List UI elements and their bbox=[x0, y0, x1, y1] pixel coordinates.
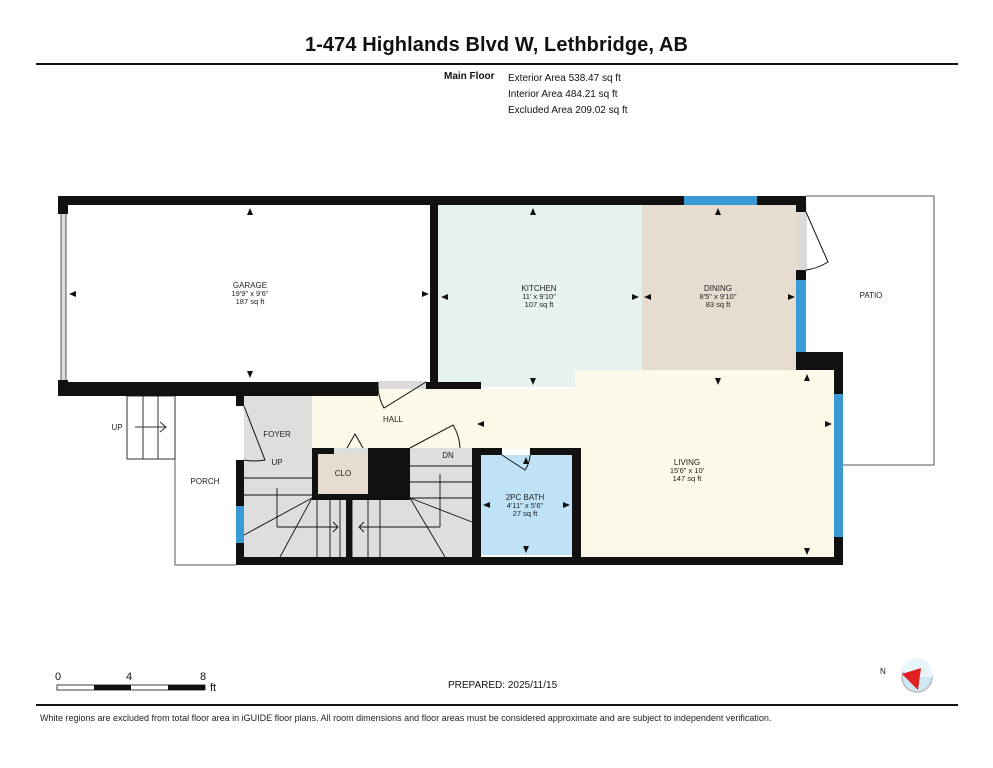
page-title: 1-474 Highlands Blvd W, Lethbridge, AB bbox=[304, 34, 689, 56]
room-fill-dining bbox=[642, 205, 799, 387]
scale-tick-8: 8 bbox=[200, 671, 207, 683]
interior-stairs bbox=[243, 465, 473, 558]
walls bbox=[58, 196, 843, 565]
dining-area: 83 sq ft bbox=[706, 300, 732, 309]
garage-dims: 19'9" x 9'6" bbox=[232, 289, 269, 298]
room-fill-hall-door bbox=[378, 381, 426, 389]
room-fill-bath bbox=[481, 455, 572, 555]
foyer-label: FOYER bbox=[263, 430, 291, 439]
floor-label: Main Floor bbox=[444, 71, 495, 82]
hall-label: HALL bbox=[383, 415, 404, 424]
scale-unit: ft bbox=[210, 682, 217, 694]
living-label: LIVING bbox=[674, 458, 700, 467]
dimension-arrows bbox=[69, 208, 832, 555]
room-fill-dining-door bbox=[799, 205, 807, 270]
garage-label: GARAGE bbox=[233, 281, 267, 290]
kitchen-label: KITCHEN bbox=[521, 284, 556, 293]
kitchen-area: 107 sq ft bbox=[525, 300, 555, 309]
prepared-date: PREPARED: 2025/11/15 bbox=[448, 680, 558, 691]
garage-area: 187 sq ft bbox=[236, 297, 266, 306]
dn-label: DN bbox=[442, 451, 454, 460]
bath-area: 27 sq ft bbox=[513, 509, 539, 518]
dining-dims: 8'5" x 9'10" bbox=[700, 292, 737, 301]
room-fill-foyer bbox=[244, 389, 312, 557]
header-divider bbox=[36, 63, 958, 65]
excluded-area: Excluded Area 209.02 sq ft bbox=[508, 105, 628, 116]
scale-bar bbox=[56, 684, 206, 691]
living-area: 147 sq ft bbox=[673, 474, 703, 483]
area-summary: Exterior Area 538.47 sq ft Interior Area… bbox=[508, 71, 628, 119]
exterior-area: Exterior Area 538.47 sq ft bbox=[508, 73, 621, 84]
scale-tick-0: 0 bbox=[55, 671, 62, 683]
door-swings bbox=[243, 211, 829, 471]
compass-icon bbox=[901, 658, 933, 693]
kitchen-dims: 11' x 9'10" bbox=[522, 292, 556, 301]
porch-label: PORCH bbox=[191, 477, 220, 486]
interior-area: Interior Area 484.21 sq ft bbox=[508, 89, 618, 100]
patio-outline bbox=[806, 195, 935, 466]
bath-dims: 4'11" x 5'6" bbox=[507, 501, 544, 510]
disclaimer: White regions are excluded from total fl… bbox=[40, 713, 772, 723]
room-fill-kitchen bbox=[438, 205, 642, 387]
clo-label: CLO bbox=[335, 469, 351, 478]
porch-stair bbox=[126, 395, 176, 460]
garage-door bbox=[60, 211, 67, 383]
windows bbox=[236, 196, 843, 543]
foyer-stair-label: UP bbox=[271, 458, 282, 467]
room-fill-living bbox=[575, 370, 836, 557]
porch-stair-label: UP bbox=[111, 423, 122, 432]
living-dims: 15'6" x 10' bbox=[670, 466, 705, 475]
bath-label: 2PC BATH bbox=[506, 493, 545, 502]
dining-label: DINING bbox=[704, 284, 732, 293]
compass-label: N bbox=[880, 667, 886, 676]
room-fill-clo bbox=[318, 454, 368, 494]
patio-label: PATIO bbox=[860, 291, 883, 300]
footer-divider bbox=[36, 704, 958, 706]
scale-tick-4: 4 bbox=[126, 671, 133, 683]
